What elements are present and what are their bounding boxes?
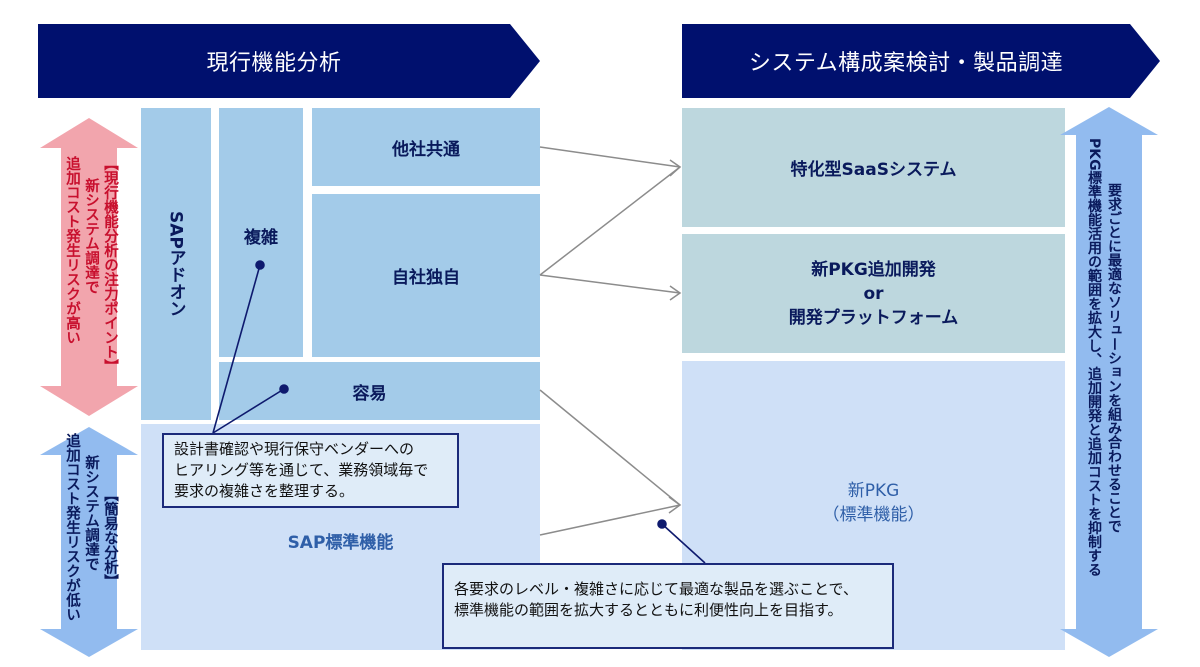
block-other-company-common-label: 他社共通 xyxy=(392,139,460,160)
block-sap-addon-label: SAPアドオン xyxy=(165,211,186,317)
block-other-company-common: 他社共通 xyxy=(312,108,540,186)
high-risk-line2: 新システム調達で xyxy=(83,178,99,294)
low-risk-line2: 新システム調達で xyxy=(83,455,99,571)
chevron-shape xyxy=(38,24,540,98)
chevron-shape xyxy=(682,24,1160,98)
arrowhead-icon xyxy=(669,159,682,177)
connector-other-common-to-saas xyxy=(539,146,681,168)
leader-dot-icon xyxy=(657,519,667,529)
callout-analysis-line3: 要求の複雑さを整理する。 xyxy=(174,482,355,500)
double-arrow-icon xyxy=(1060,107,1158,657)
block-pkg-standard-line2: （標準機能） xyxy=(822,504,925,525)
arrowhead-icon xyxy=(668,496,682,514)
connector-easy-to-pkg-standard xyxy=(539,389,681,506)
phase-title-current-analysis: 現行機能分析 xyxy=(206,51,342,76)
block-sap-standard-label: SAP標準機能 xyxy=(287,532,394,553)
low-risk-line3: 追加コスト発生リスクが低い xyxy=(64,433,80,622)
connector-own-unique-to-saas xyxy=(539,166,681,276)
phase-title-system-proposal: システム構成案検討・製品調達 xyxy=(748,51,1064,76)
double-arrow-icon xyxy=(40,118,138,416)
callout-selection-line1: 各要求のレベル・複雑さに応じて最適な製品を選ぶことで、 xyxy=(454,580,858,598)
block-saas: 特化型SaaSシステム xyxy=(682,108,1065,227)
block-easy: 容易 xyxy=(219,362,540,420)
phase-banner-current-analysis: 現行機能分析 xyxy=(38,24,542,98)
block-own-company-unique: 自社独自 xyxy=(312,194,540,357)
block-pkg-addon-dev: 新PKG追加開発 or 開発プラットフォーム xyxy=(682,234,1065,353)
block-complex: 複雑 xyxy=(219,108,303,357)
low-risk-double-arrow: 【簡易な分析】 新システム調達で 追加コスト発生リスクが低い xyxy=(40,427,138,657)
callout-analysis-line2: ヒアリング等を通じて、業務領域毎で xyxy=(174,461,429,479)
block-pkg-addon-dev-line3: 開発プラットフォーム xyxy=(788,307,959,328)
block-sap-addon: SAPアドオン xyxy=(141,108,211,420)
right-arrow-line2: PKG標準機能活用の範囲を拡大し、追加開発と追加コストを抑制する xyxy=(1086,138,1102,577)
low-risk-title: 【簡易な分析】 xyxy=(102,487,118,589)
high-risk-double-arrow: 【現行機能分析の注力ポイント】 新システム調達で 追加コスト発生リスクが高い xyxy=(40,118,138,416)
double-arrow-icon xyxy=(40,427,138,657)
high-risk-line3: 追加コスト発生リスクが高い xyxy=(64,156,80,345)
right-double-arrow: 要求ごとに最適なソリューションを組み合わせることで PKG標準機能活用の範囲を拡… xyxy=(1060,107,1158,657)
block-pkg-addon-dev-line2: or xyxy=(863,283,884,304)
callout-analysis-note: 設計書確認や現行保守ベンダーへの ヒアリング等を通じて、業務領域毎で 要求の複雑… xyxy=(162,433,459,508)
right-arrow-line1: 要求ごとに最適なソリューションを組み合わせることで xyxy=(1106,183,1122,533)
arrowhead-icon xyxy=(669,285,682,301)
block-own-company-unique-label: 自社独自 xyxy=(392,268,460,288)
connector-own-unique-to-pkg-dev xyxy=(539,274,681,294)
block-easy-label: 容易 xyxy=(352,383,387,404)
callout-selection-line2: 標準機能の範囲を拡大するとともに利便性向上を目指す。 xyxy=(454,601,843,619)
callout-analysis-line1: 設計書確認や現行保守ベンダーへの xyxy=(174,440,415,458)
high-risk-title: 【現行機能分析の注力ポイント】 xyxy=(102,156,118,374)
connector-sap-standard-to-pkg-standard xyxy=(539,504,681,536)
phase-banner-system-proposal: システム構成案検討・製品調達 xyxy=(682,24,1162,98)
block-pkg-addon-dev-line1: 新PKG追加開発 xyxy=(811,259,936,280)
block-saas-label: 特化型SaaSシステム xyxy=(790,160,957,180)
callout-selection-note: 各要求のレベル・複雑さに応じて最適な製品を選ぶことで、 標準機能の範囲を拡大する… xyxy=(442,563,894,649)
block-pkg-standard-line1: 新PKG xyxy=(847,480,900,501)
block-complex-label: 複雑 xyxy=(244,228,278,248)
